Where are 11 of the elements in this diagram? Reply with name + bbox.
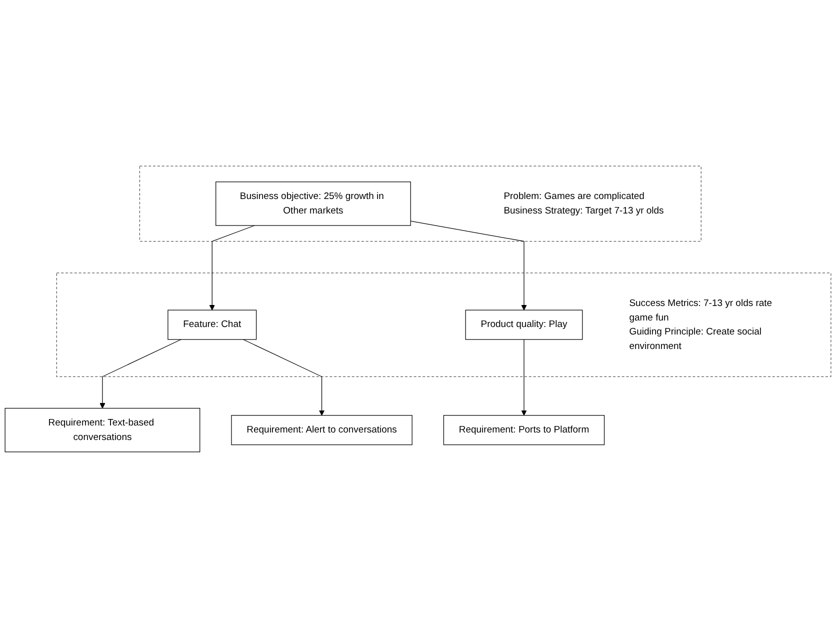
node-box: Business objective: 25% growth in Other markets [216,181,411,226]
node-box: Requirement: Ports to Platform [443,414,605,445]
arrow [100,338,182,408]
arrow [410,220,527,310]
arrow [242,338,325,416]
node-box: Feature: Chat [168,309,257,340]
arrow [521,338,527,416]
node-box: Requirement: Alert to conversations [231,414,412,445]
node-box: Product quality: Play [465,309,583,340]
arrow [209,224,255,310]
node-box: Requirement: Text-based conversations [4,407,200,452]
